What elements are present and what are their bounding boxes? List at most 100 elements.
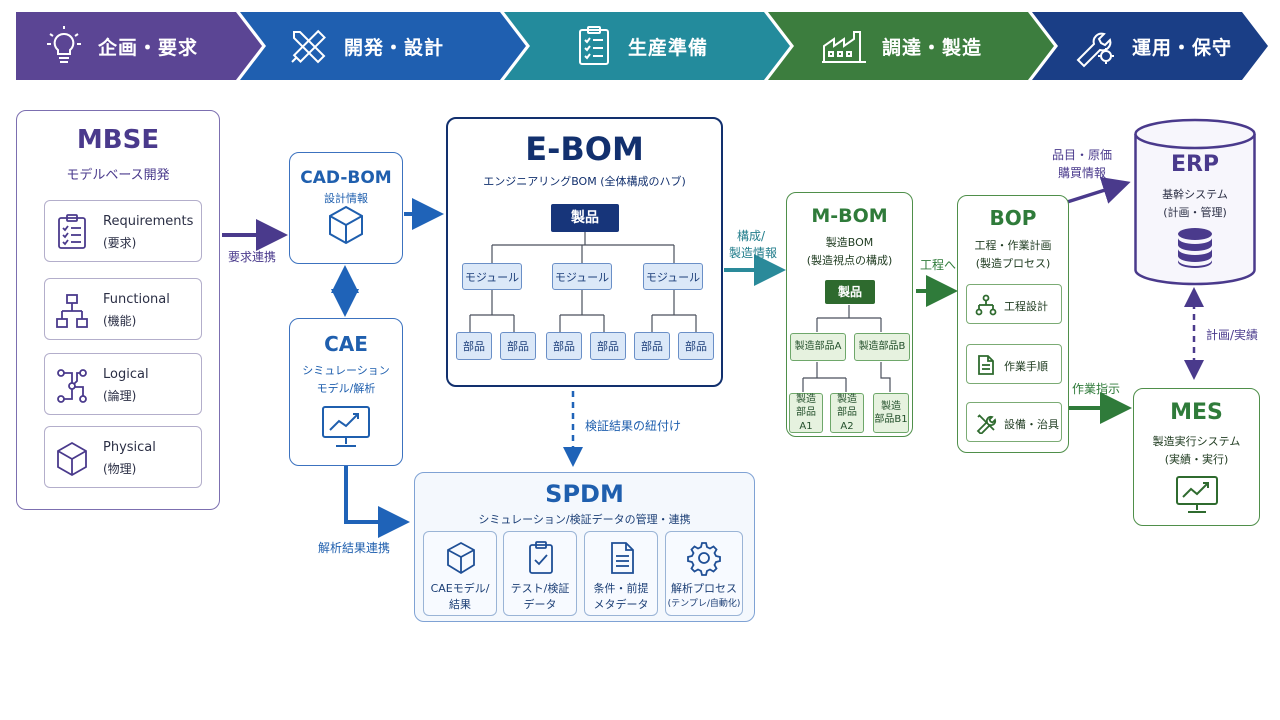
spdm-item-metadata[interactable]: 条件・前提 メタデータ [584,531,658,616]
cadbom-title: CAD-BOM [300,168,392,188]
edge-label-config-1: 構成/ [737,229,766,243]
cae-line2: モデル/解析 [316,382,376,395]
item-name: Requirements [103,214,194,229]
clipboard-check-icon [529,541,553,574]
edge-label-erp-2: 購買情報 [1058,166,1107,180]
ebom-part-node[interactable]: 部品 [634,332,670,360]
mbom-subtitle-1: 製造BOM [825,236,874,249]
phase-shape-2 [240,12,526,80]
spdm-subtitle: シミュレーション/検証データの管理・連携 [478,513,691,526]
mbse-item-physical[interactable]: Physical (物理) [44,426,202,488]
mbse-item-requirements[interactable]: Requirements (要求) [44,200,202,262]
erp-title: ERP [1170,152,1220,177]
edge-bop-erp [1063,176,1131,205]
item-line2: 結果 [449,598,471,611]
item-line2: メタデータ [593,598,649,611]
cae-title: CAE [324,332,368,356]
phase-operation: 運用・保守 [1070,12,1232,80]
item-name: Physical [103,440,156,455]
mbse-item-logical[interactable]: Logical (論理) [44,353,202,415]
phase-plan: 企画・要求 [44,12,198,80]
spdm-item-cae-model[interactable]: CAEモデル/ 結果 [423,531,497,616]
cadbom-subtitle: 設計情報 [324,192,368,205]
cube-icon [57,441,87,477]
bop-subtitle-1: 工程・作業計画 [974,239,1052,252]
item-line1: 解析プロセス [671,582,737,595]
ebom-module-node[interactable]: モジュール [462,263,522,290]
mes-subtitle-2: (実績・実行) [1164,453,1229,466]
ebom-part-node[interactable]: 部品 [678,332,714,360]
ebom-module-node[interactable]: モジュール [552,263,612,290]
logical-icon [57,369,87,403]
edge-label-analysis: 解析結果連携 [318,541,391,555]
erp-subtitle-1: 基幹システム [1162,188,1228,201]
bop-item-process-design[interactable]: 工程設計 [966,284,1062,324]
ebom-box [446,117,723,387]
mbom-subtitle-2: (製造視点の構成) [806,254,893,267]
mbom-part-node[interactable]: 製造 部品A2 [830,393,864,433]
ebom-module-node[interactable]: モジュール [643,263,703,290]
cube-icon [329,205,363,245]
mbom-root-node[interactable]: 製品 [825,280,875,304]
mbom-sub-node[interactable]: 製造部品A [790,333,846,361]
item-jp: (物理) [103,462,137,476]
erp-subtitle-2: (計画・管理) [1163,206,1227,219]
phase-label: 生産準備 [628,36,709,59]
part-line1: 製造 [881,400,901,412]
mbse-title: MBSE [76,125,160,155]
mes-subtitle-1: 製造実行システム [1152,435,1241,448]
edge-label-erp-1: 品目・原価 [1052,148,1113,162]
item-jp: (機能) [103,314,137,328]
mbom-part-node[interactable]: 製造 部品A1 [789,393,823,433]
database-icon [1178,228,1212,268]
part-line1: 製造 [796,393,816,405]
item-line2: データ [523,598,557,611]
cube-icon [447,541,475,575]
ebom-root-node[interactable]: 製品 [551,204,619,232]
mbse-subtitle: モデルベース開発 [66,168,170,183]
bop-item-work-procedure[interactable]: 作業手順 [966,344,1062,384]
ebom-part-node[interactable]: 部品 [590,332,626,360]
item-label: 設備・治具 [1004,418,1059,431]
edge-label-plan-actual: 計画/実績 [1206,328,1259,342]
part-line2: 部品B1 [874,414,908,425]
phase-manufacture: 調達・製造 [820,12,982,80]
spdm-item-process[interactable]: 解析プロセス (テンプレ/自動化) [665,531,743,616]
phase-shape-3 [504,12,790,80]
mbse-item-functional[interactable]: Functional (機能) [44,278,202,340]
clipboard-check-icon [579,26,609,65]
ebom-part-node[interactable]: 部品 [456,332,492,360]
mes-title: MES [1170,400,1223,425]
phase-shape-1 [16,12,262,80]
edge-label-to-process: 工程へ [920,258,957,272]
item-label: 作業手順 [1004,360,1048,373]
factory-icon [822,31,866,63]
ebom-part-node[interactable]: 部品 [500,332,536,360]
bop-item-equipment[interactable]: 設備・治具 [966,402,1062,442]
part-line1: 製造 [837,393,857,405]
mbom-sub-node[interactable]: 製造部品B [854,333,910,361]
process-tree-icon [975,294,997,316]
bop-title: BOP [989,206,1037,230]
mbom-title: M-BOM [811,205,888,227]
functional-icon [56,294,88,328]
spdm-item-test-data[interactable]: テスト/検証 データ [503,531,577,616]
item-line2: (テンプレ/自動化) [667,599,741,609]
cae-line1: シミュレーション [302,364,390,377]
lightbulb-icon [47,26,81,63]
ebom-subtitle: エンジニアリングBOM (全体構成のハブ) [483,175,686,188]
item-jp: (論理) [103,389,137,403]
mbom-part-node[interactable]: 製造 部品B1 [873,393,909,433]
edge-label-config-2: 製造情報 [729,246,778,260]
erp-cylinder [1134,118,1256,286]
edge-label-work-order: 作業指示 [1072,382,1121,396]
spdm-title: SPDM [545,480,624,508]
item-jp: (要求) [103,236,137,250]
requirements-icon [58,214,86,249]
edge-label-verify: 検証結果の紐付け [585,419,682,433]
monitor-chart-icon [1176,476,1218,513]
item-name: Functional [103,292,170,307]
item-label: 工程設計 [1004,300,1048,313]
part-line2: 部品A1 [796,407,816,432]
ebom-part-node[interactable]: 部品 [546,332,582,360]
